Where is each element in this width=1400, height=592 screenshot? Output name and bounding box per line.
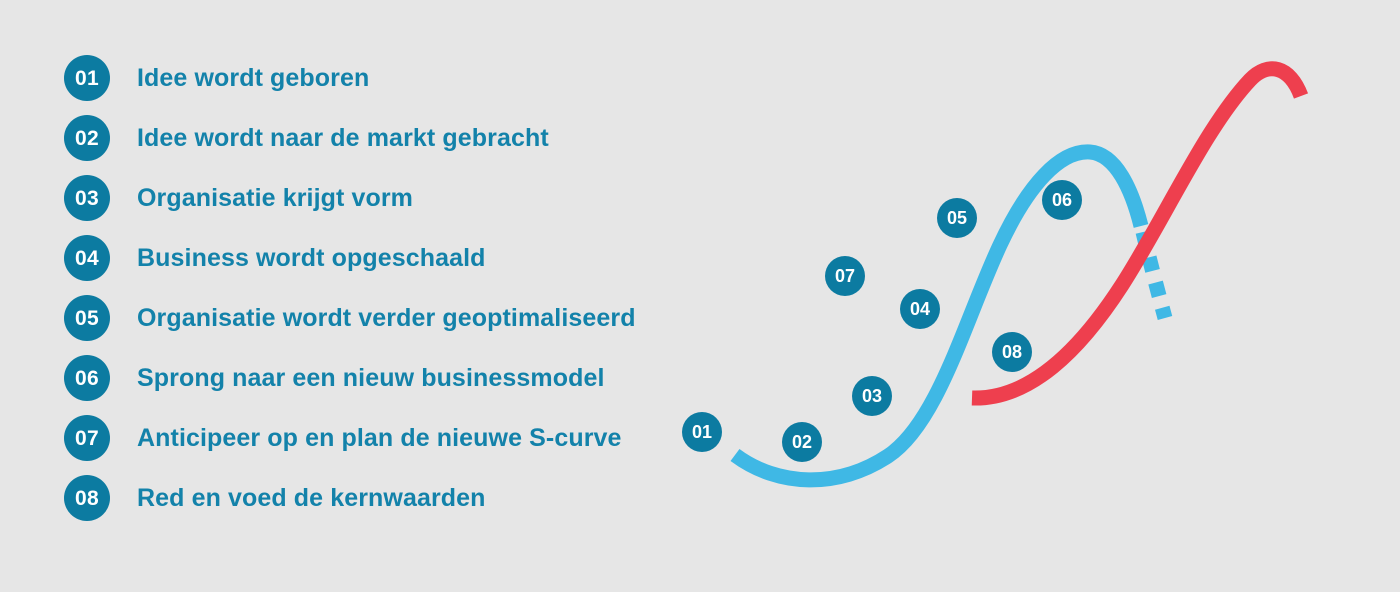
legend-badge-08: 08 <box>64 475 110 521</box>
legend-item-02[interactable]: 02 Idee wordt naar de markt gebracht <box>64 108 684 168</box>
legend-badge-06: 06 <box>64 355 110 401</box>
curve-marker-07[interactable]: 07 <box>825 256 865 296</box>
s-curve-diagram: 01 02 03 04 05 06 07 08 <box>660 0 1400 592</box>
legend-item-01[interactable]: 01 Idee wordt geboren <box>64 48 684 108</box>
curve-current-solid <box>730 144 1149 488</box>
curve-marker-04[interactable]: 04 <box>900 289 940 329</box>
curve-marker-03[interactable]: 03 <box>852 376 892 416</box>
legend-label-04: Business wordt opgeschaald <box>137 243 486 272</box>
legend-badge-03: 03 <box>64 175 110 221</box>
curve-marker-01[interactable]: 01 <box>682 412 722 452</box>
legend-label-05: Organisatie wordt verder geoptimaliseerd <box>137 303 636 332</box>
legend-item-07[interactable]: 07 Anticipeer op en plan de nieuwe S-cur… <box>64 408 684 468</box>
curve-marker-06[interactable]: 06 <box>1042 180 1082 220</box>
curve-marker-05[interactable]: 05 <box>937 198 977 238</box>
legend-item-03[interactable]: 03 Organisatie krijgt vorm <box>64 168 684 228</box>
s-curve-plot <box>730 61 1309 488</box>
legend-item-04[interactable]: 04 Business wordt opgeschaald <box>64 228 684 288</box>
legend-badge-05: 05 <box>64 295 110 341</box>
curve-new <box>971 61 1309 406</box>
legend-label-06: Sprong naar een nieuw businessmodel <box>137 363 605 392</box>
legend-label-01: Idee wordt geboren <box>137 63 370 92</box>
legend-label-08: Red en voed de kernwaarden <box>137 483 486 512</box>
legend-item-05[interactable]: 05 Organisatie wordt verder geoptimalise… <box>64 288 684 348</box>
legend-list: 01 Idee wordt geboren 02 Idee wordt naar… <box>64 48 684 528</box>
curve-marker-02[interactable]: 02 <box>782 422 822 462</box>
legend-label-02: Idee wordt naar de markt gebracht <box>137 123 549 152</box>
legend-item-08[interactable]: 08 Red en voed de kernwaarden <box>64 468 684 528</box>
legend-badge-02: 02 <box>64 115 110 161</box>
curve-marker-08[interactable]: 08 <box>992 332 1032 372</box>
legend-label-07: Anticipeer op en plan de nieuwe S-curve <box>137 423 622 452</box>
legend-label-03: Organisatie krijgt vorm <box>137 183 413 212</box>
legend-badge-01: 01 <box>64 55 110 101</box>
legend-item-06[interactable]: 06 Sprong naar een nieuw businessmodel <box>64 348 684 408</box>
legend-badge-04: 04 <box>64 235 110 281</box>
legend-badge-07: 07 <box>64 415 110 461</box>
